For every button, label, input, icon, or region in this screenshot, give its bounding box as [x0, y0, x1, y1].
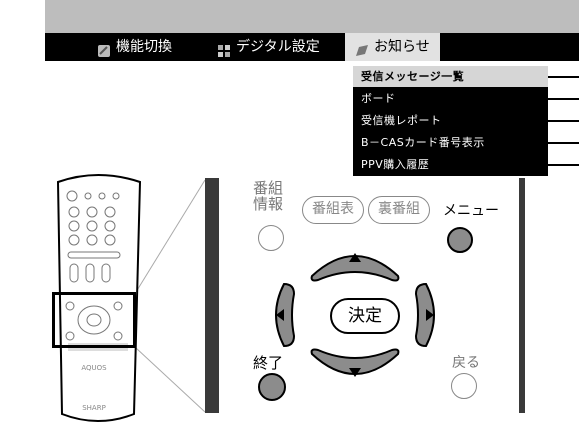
remote-maker: SHARP: [82, 404, 106, 412]
dpad: [275, 253, 435, 377]
up-arrow-icon: [349, 253, 361, 262]
back-button[interactable]: [451, 373, 477, 399]
panel-edge: [519, 178, 525, 413]
title-bar: [45, 0, 579, 33]
dropdown-item-bcas-card-number[interactable]: B－CASカード番号表示: [353, 132, 548, 154]
guide-button[interactable]: [258, 225, 284, 251]
dropdown-item-board[interactable]: ボード: [353, 88, 548, 110]
back-label: 戻る: [452, 355, 480, 371]
dropdown-item-received-messages[interactable]: 受信メッセージ一覧: [353, 66, 548, 88]
up-button: [310, 255, 400, 282]
digital-settings-icon: [217, 40, 231, 57]
menu-button[interactable]: [447, 227, 473, 253]
enter-button[interactable]: 決定: [330, 298, 400, 334]
leader-line: [548, 164, 579, 166]
exit-button[interactable]: [258, 373, 286, 401]
down-arrow-icon: [349, 368, 361, 377]
guide-label: 番組 情報: [253, 179, 284, 213]
zoom-highlight: [52, 292, 136, 348]
leader-line: [548, 120, 579, 122]
menu-item-function-switch[interactable]: 機能切換: [97, 33, 172, 61]
remote-brand: AQUOS: [81, 364, 107, 372]
menu-label: メニュー: [443, 203, 499, 219]
left-arrow-icon: [276, 309, 284, 321]
dropdown-item-receiver-report[interactable]: 受信機レポート: [353, 110, 548, 132]
right-arrow-icon: [426, 309, 434, 321]
leader-line: [548, 142, 579, 144]
tool-icon: [97, 40, 111, 57]
notice-icon: [355, 40, 369, 56]
reverse-guide-button[interactable]: 裏番組: [368, 196, 430, 224]
menu-item-digital-settings[interactable]: デジタル設定: [217, 33, 320, 61]
dropdown-item-ppv-history[interactable]: PPV購入履歴: [353, 154, 548, 176]
right-button: [414, 282, 435, 348]
down-button: [310, 348, 400, 375]
leader-line: [548, 76, 579, 78]
left-button: [275, 282, 296, 348]
notice-dropdown: 受信メッセージ一覧 ボード 受信機レポート B－CASカード番号表示 PPV購入…: [353, 66, 548, 176]
menu-item-notice[interactable]: お知らせ: [345, 33, 440, 61]
program-guide-button[interactable]: 番組表: [302, 196, 364, 224]
menu-bar: 機能切換 デジタル設定 お知らせ: [45, 33, 579, 61]
leader-line: [548, 98, 579, 100]
exit-label: 終了: [253, 354, 284, 372]
panel-edge: [205, 178, 219, 413]
